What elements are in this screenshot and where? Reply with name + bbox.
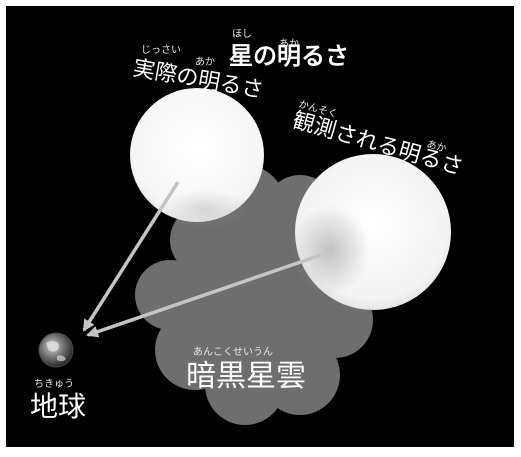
star-observed-shadow: [290, 205, 370, 295]
earth-ruby: ちきゅう: [34, 379, 74, 390]
title-ruby-aka: あか: [279, 39, 299, 50]
actual-ruby-jissai: じっさい: [141, 45, 181, 56]
arrow-observed-to-earth: [86, 253, 322, 338]
star-actual-shadow: [160, 190, 250, 230]
star-actual: [130, 88, 264, 222]
actual-ruby-aka: あか: [195, 57, 215, 68]
arrow-actual-to-earth: [82, 181, 180, 332]
earth-globe: [38, 332, 74, 368]
dark-nebula-label: 暗黒星雲: [186, 359, 306, 394]
title-heading: 星の明るさ: [229, 42, 349, 70]
nebula-ruby: あんこくせいうん: [193, 347, 273, 358]
title-ruby-hoshi: ほし: [232, 29, 252, 40]
earth-label: 地球: [30, 390, 87, 423]
